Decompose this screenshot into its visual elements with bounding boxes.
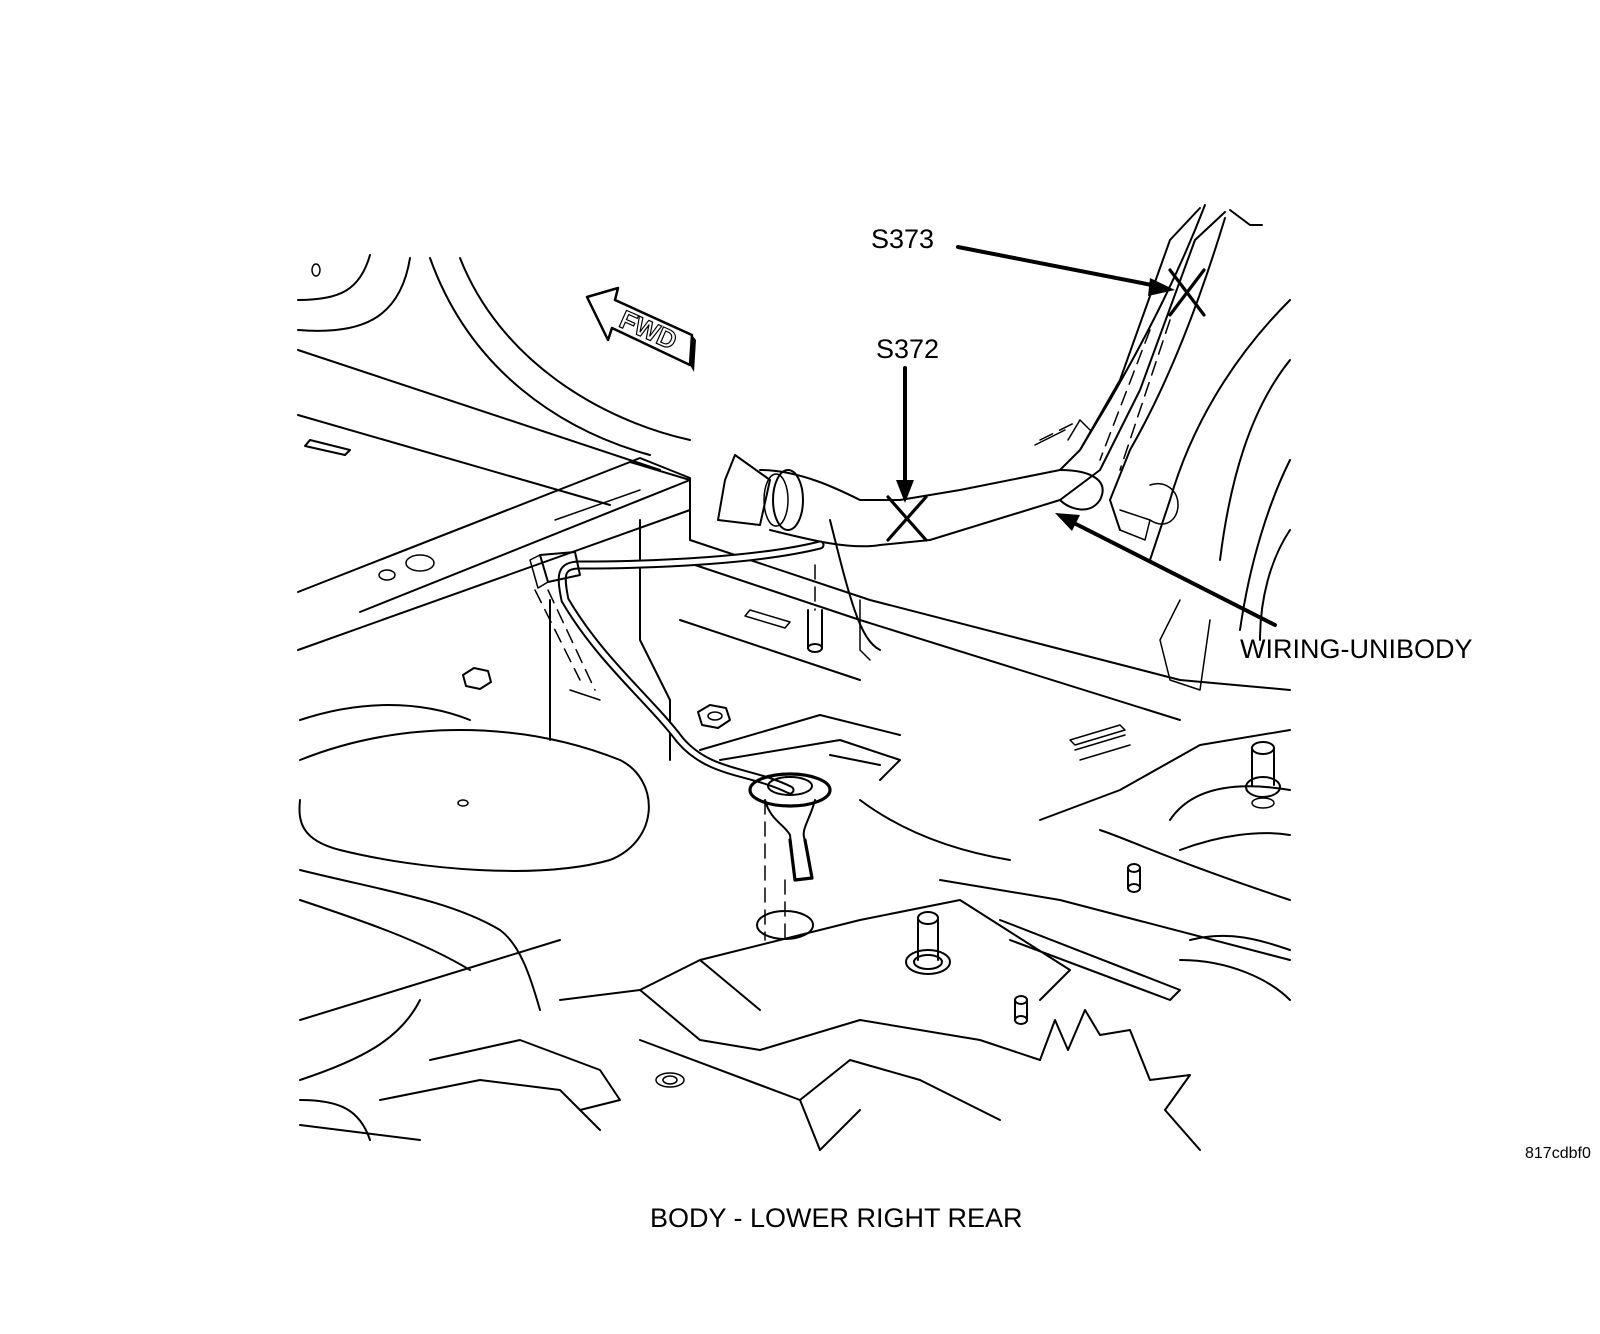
grommet [748, 772, 832, 941]
hex-bolt [462, 667, 492, 690]
floor-pan [298, 499, 1291, 1081]
figure-caption: BODY - LOWER RIGHT REAR [650, 1203, 1023, 1233]
fwd-label: FWD [615, 304, 681, 355]
studs [462, 609, 1281, 1025]
stud-bolt [1245, 741, 1281, 809]
rear-pillar [1079, 204, 1291, 691]
fwd-arrow-icon: FWD [585, 286, 696, 372]
stud-bolt [1127, 863, 1141, 893]
splice-x-s373 [1168, 268, 1206, 317]
leader-wiring [1055, 513, 1277, 627]
leader-s373 [956, 245, 1175, 296]
cross-member [297, 457, 691, 761]
callout-s372: S372 [876, 334, 940, 364]
stud-bolt [807, 609, 823, 653]
figure-code: 817cdbf0 [1525, 1145, 1591, 1162]
callout-s373: S373 [871, 224, 935, 254]
wiring-harness [717, 207, 1226, 548]
stud-bolt [905, 911, 951, 975]
wheel-well-panel [297, 254, 691, 506]
branch-wire [529, 540, 825, 795]
lower-rails [299, 899, 1201, 1151]
leader-s372 [896, 366, 914, 503]
callout-wiring-unibody: WIRING-UNIBODY [1240, 634, 1473, 664]
stud-bolt [1014, 995, 1028, 1025]
hex-bolt [697, 704, 731, 729]
splice-x-s372 [886, 495, 928, 542]
